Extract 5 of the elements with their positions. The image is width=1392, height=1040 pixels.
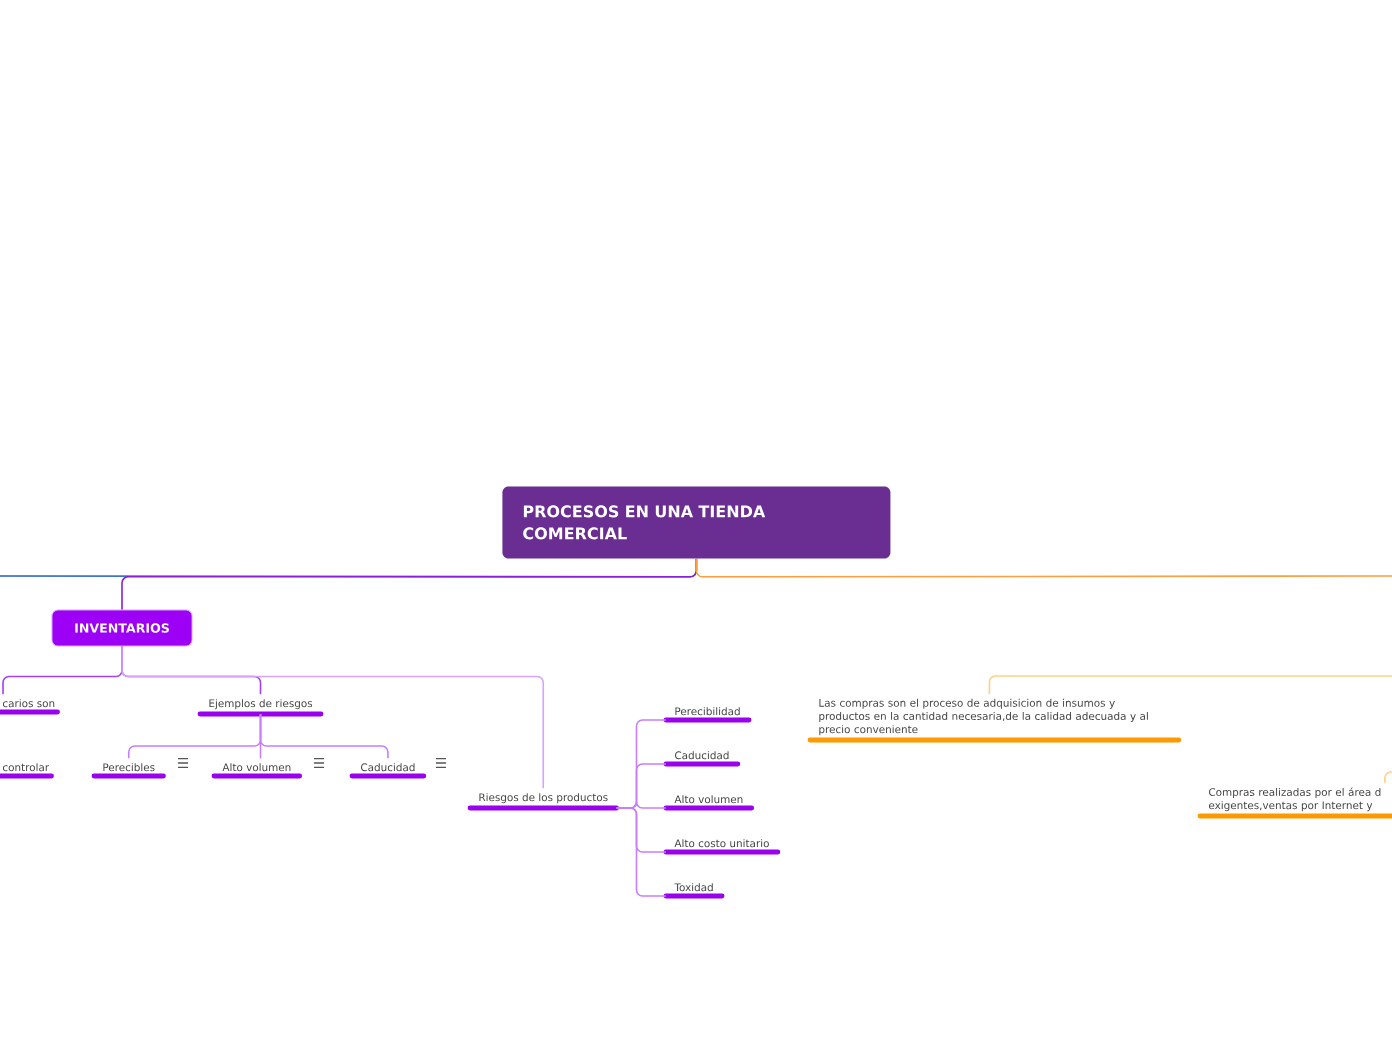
- connector-line: [695, 558, 1392, 578]
- connector-line: [121, 645, 545, 790]
- connector-line: [1384, 771, 1392, 784]
- connector-line: [615, 807, 667, 897]
- central-topic-box: PROCESOS EN UNA TIENDA COMERCIAL: [502, 486, 891, 559]
